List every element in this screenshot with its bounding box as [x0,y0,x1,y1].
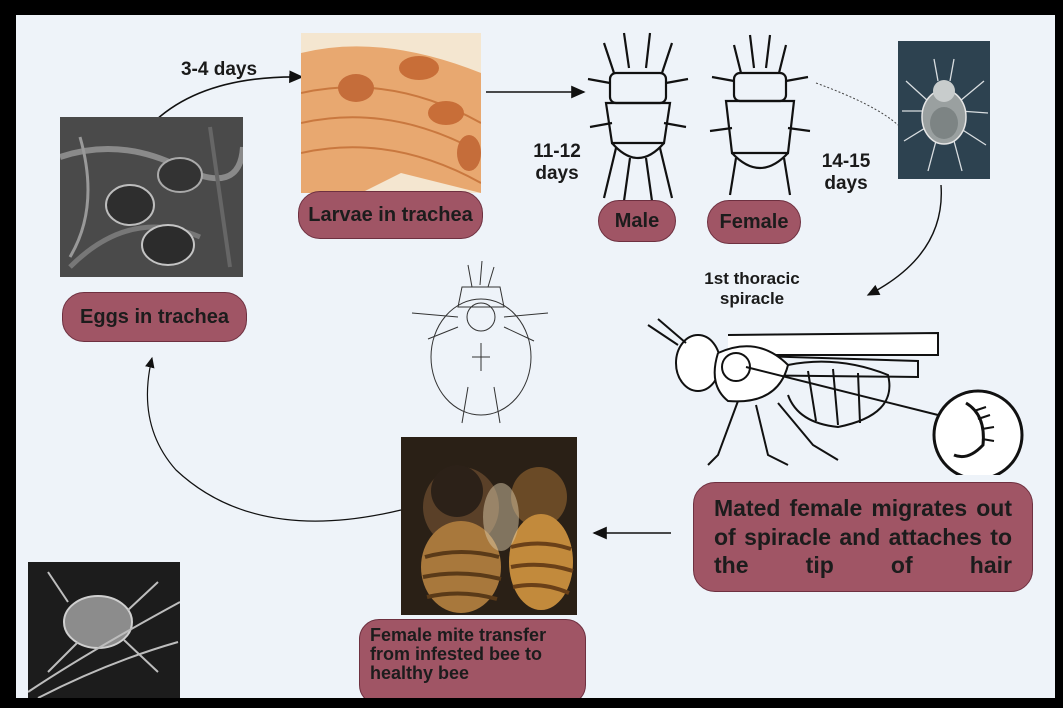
spiracle-annotation: 1st thoracic spiracle [692,269,812,308]
eggs-label: Eggs in trachea [62,292,247,342]
duration-larvae-to-male: 11-12 days [528,141,586,185]
eggs-sem-image [60,117,243,277]
bees-photo [401,437,577,615]
mite-line-drawing [408,247,554,427]
arrow-transfer-to-eggs [147,358,401,521]
arrow-female-to-adult [816,83,898,125]
larvae-image [301,33,481,193]
male-label: Male [598,200,676,242]
duration-eggs-to-larvae: 3-4 days [174,59,264,81]
male-mite-drawing [584,23,692,203]
female-label: Female [707,200,801,244]
duration-female-to-adult: 14-15 days [811,151,881,195]
mated-female-label: Mated female migrates out of spiracle an… [693,482,1033,592]
arrow-eggs-to-larvae [156,77,302,120]
transfer-label: Female mite transfer from infested bee t… [359,619,586,698]
female-mite-drawing [706,23,814,203]
adult-mite-sem-image [898,41,990,179]
mite-on-hair-sem-image [28,562,180,698]
bee-spiracle-drawing [638,315,1030,475]
diagram-canvas: Eggs in trachea Larvae in trachea Male F… [16,15,1055,698]
larvae-label: Larvae in trachea [298,191,483,239]
arrow-adult-to-spiracle [868,185,941,295]
